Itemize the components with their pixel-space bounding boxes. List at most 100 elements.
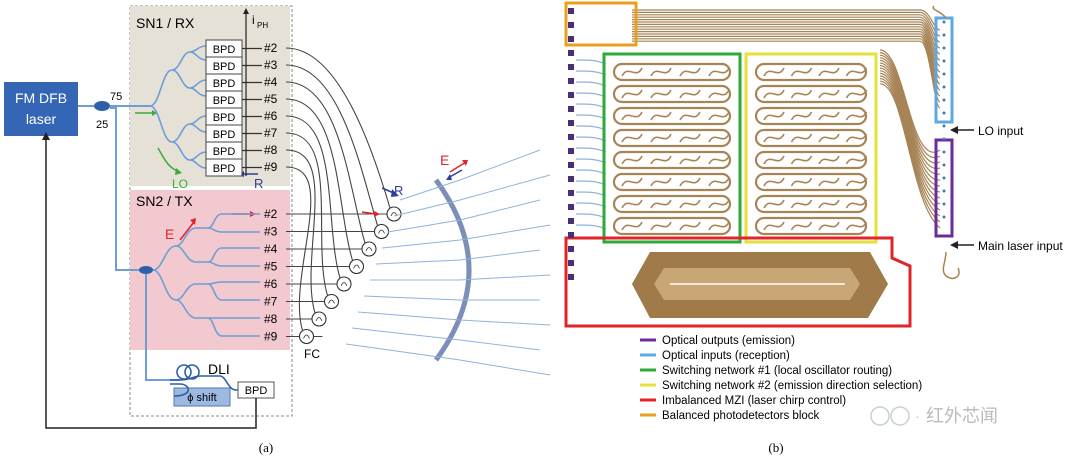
bpd-label: BPD	[213, 61, 236, 73]
tx-port-label: #6	[264, 277, 278, 291]
bond-pad	[568, 204, 574, 210]
fiber-collimator-icon	[298, 328, 315, 345]
iph-subscript: PH	[257, 21, 268, 30]
laser-box	[4, 82, 78, 136]
iph-label: i	[252, 13, 255, 27]
fiber-collimators	[298, 206, 402, 345]
dli-label: DLI	[208, 361, 230, 377]
legend-label: Imbalanced MZI (laser chirp control)	[662, 395, 846, 407]
sn2-outline	[744, 52, 878, 244]
coupler-75-25	[94, 101, 110, 111]
fiber-collimator-icon	[323, 293, 340, 310]
bond-pad	[568, 64, 574, 70]
bond-pad	[568, 246, 574, 252]
bond-pad	[568, 78, 574, 84]
tx-port-label: #8	[264, 312, 278, 326]
caption-b: (b)	[768, 440, 783, 455]
bpd-label: BPD	[213, 146, 236, 158]
right-pads	[942, 20, 946, 219]
tx-port-label: #3	[264, 225, 278, 239]
sn1-title: SN1 / RX	[136, 15, 195, 31]
bond-pad	[568, 22, 574, 28]
optical-inputs-outline	[934, 16, 954, 124]
bpd-label: BPD	[213, 78, 236, 90]
fiber-collimator-icon	[361, 241, 377, 257]
legend-label: Optical inputs (reception)	[662, 350, 790, 362]
bond-pad	[568, 232, 574, 238]
fiber-collimator-icon	[336, 276, 352, 292]
rx-port-label: #3	[264, 58, 278, 72]
rx-port-label: #9	[264, 160, 278, 174]
e-right-label: E	[440, 152, 449, 168]
lo-input-label: LO input	[978, 124, 1024, 138]
fiber-collimator-icon	[373, 223, 390, 240]
r-right-label: R	[394, 183, 403, 198]
tx-port-label: #7	[264, 295, 278, 309]
bond-pad	[568, 134, 574, 140]
bond-pad	[568, 148, 574, 154]
legend-label: Optical outputs (emission)	[662, 335, 795, 347]
bond-pad	[568, 260, 574, 266]
legend-label: Switching network #1 (local oscillator r…	[662, 365, 892, 377]
rx-port-label: #8	[264, 143, 278, 157]
bpd-label: BPD	[213, 129, 236, 141]
legend: Optical outputs (emission) Optical inputs…	[640, 335, 922, 422]
lens-arc	[433, 178, 472, 362]
panel-b: LO input Main laser input Optical output…	[564, 1, 1063, 455]
fiber-collimator-icon	[348, 258, 365, 275]
caption-a: (a)	[259, 440, 273, 455]
sn1-switch-loops	[612, 62, 732, 236]
split-75: 75	[110, 91, 122, 103]
sn2-coupler	[139, 266, 153, 274]
panel-a: FM DFB laser 75 25 SN1 / RX i PH	[4, 5, 551, 455]
bond-pad	[568, 176, 574, 182]
bond-pad	[568, 218, 574, 224]
rx-port-label: #6	[264, 109, 278, 123]
rx-port-labels: #2#3#4#5#6#7#8#9	[264, 41, 278, 174]
tx-port-labels: #2 #3 #4 #5 #6 #7 #8 #9	[264, 207, 278, 344]
fiber-bundle	[285, 47, 391, 338]
tx-port-label: #5	[264, 260, 278, 274]
fiber-collimator-icon	[311, 311, 327, 327]
bpd-label: BPD	[213, 44, 236, 56]
bpd-label: BPD	[213, 112, 236, 124]
tx-port-label: #9	[264, 330, 278, 344]
main-laser-input-label: Main laser input	[978, 239, 1063, 253]
bond-pad	[568, 106, 574, 112]
rx-port-label: #4	[264, 75, 278, 89]
tx-port-label: #2	[264, 207, 278, 221]
bond-pad	[568, 190, 574, 196]
sn2-title: SN2 / TX	[136, 193, 193, 209]
bond-pad	[568, 50, 574, 56]
tx-port-label: #4	[264, 242, 278, 256]
laser-label-1: FM DFB	[15, 90, 67, 106]
fc-label: FC	[304, 347, 320, 361]
sn2-switch-loops	[754, 62, 868, 236]
bond-pad	[568, 120, 574, 126]
legend-label: Balanced photodetectors block	[662, 410, 820, 422]
sn2-region	[130, 190, 290, 350]
mzi-outline	[564, 236, 912, 328]
bpd-label: BPD	[213, 163, 236, 175]
left-pads	[568, 8, 574, 280]
dli-bpd-label: BPD	[245, 385, 268, 397]
lo-label: LO	[172, 177, 188, 191]
bond-pad	[568, 36, 574, 42]
svg-text:·: ·	[915, 408, 920, 424]
beam-fan	[345, 149, 551, 376]
bond-pad	[568, 8, 574, 14]
watermark: · 红外芯闻	[870, 406, 998, 426]
fiber-collimator-icon	[386, 206, 402, 222]
laser-label-2: laser	[26, 111, 57, 127]
watermark-text: 红外芯闻	[926, 406, 998, 426]
sn1-outline	[602, 52, 742, 244]
bpd-block-outline	[564, 1, 638, 47]
rx-port-label: #5	[264, 92, 278, 106]
split-25: 25	[96, 119, 108, 131]
rx-port-label: #2	[264, 41, 278, 55]
phase-shift-label: ϕ shift	[187, 392, 216, 404]
bond-pad	[568, 162, 574, 168]
legend-label: Switching network #2 (emission direction…	[662, 380, 922, 392]
